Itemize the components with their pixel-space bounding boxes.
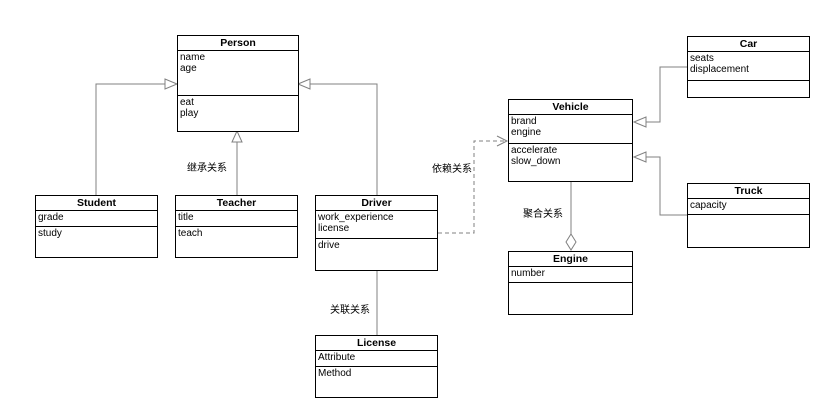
methods-section: study	[36, 226, 157, 257]
class-name: Person	[178, 36, 298, 51]
method: drive	[318, 240, 340, 251]
attribute: Attribute	[318, 352, 356, 363]
attribute: license	[318, 223, 350, 234]
class-name: Student	[36, 196, 157, 211]
aggregation-diamond	[565, 233, 577, 251]
method: eat	[180, 97, 194, 108]
method: study	[38, 228, 62, 239]
class-name: Teacher	[176, 196, 297, 211]
attributes-section: title	[176, 211, 297, 226]
inheritance-line-student	[95, 83, 165, 195]
method: play	[180, 108, 199, 119]
class-truck[interactable]: Truck capacity	[687, 183, 810, 248]
class-license[interactable]: License Attribute Method	[315, 335, 438, 398]
attribute: displacement	[690, 64, 749, 75]
method: accelerate	[511, 145, 558, 156]
methods-section: Method	[316, 366, 437, 397]
class-student[interactable]: Student grade study	[35, 195, 158, 258]
inheritance-arrowhead-teacher	[231, 129, 243, 143]
attributes-section: number	[509, 267, 632, 282]
class-teacher[interactable]: Teacher title teach	[175, 195, 298, 258]
attributes-section: grade	[36, 211, 157, 226]
dependency-line	[438, 140, 504, 234]
class-vehicle[interactable]: Vehicle brand engine accelerate slow_dow…	[508, 99, 633, 182]
class-car[interactable]: Car seats displacement	[687, 36, 810, 98]
methods-section	[509, 282, 632, 314]
attribute: capacity	[690, 200, 727, 211]
attribute: brand	[511, 116, 537, 127]
attributes-section: work_experience license	[316, 211, 437, 238]
generalization-line-car	[646, 66, 687, 123]
attribute: seats	[690, 53, 714, 64]
methods-section	[688, 214, 809, 247]
class-name: Truck	[688, 184, 809, 199]
dependency-label: 依赖关系	[432, 164, 472, 175]
inheritance-line-driver	[310, 83, 378, 195]
association-label: 关联关系	[330, 305, 370, 316]
method: Method	[318, 368, 352, 379]
class-name: Car	[688, 37, 809, 52]
attributes-section: capacity	[688, 199, 809, 214]
class-name: License	[316, 336, 437, 351]
class-name: Driver	[316, 196, 437, 211]
attribute: engine	[511, 127, 542, 138]
attribute: work_experience	[318, 212, 394, 223]
attribute: title	[178, 212, 194, 223]
class-name: Engine	[509, 252, 632, 267]
aggregation-label: 聚合关系	[523, 209, 563, 220]
attributes-section: seats displacement	[688, 52, 809, 80]
method: slow_down	[511, 156, 561, 167]
attribute: number	[511, 268, 545, 279]
class-person[interactable]: Person name age eat play	[177, 35, 299, 132]
attribute: age	[180, 63, 197, 74]
attribute: grade	[38, 212, 64, 223]
generalization-arrowhead-truck	[632, 151, 647, 163]
class-driver[interactable]: Driver work_experience license drive	[315, 195, 438, 271]
attributes-section: name age	[178, 51, 298, 95]
method: teach	[178, 228, 203, 239]
attributes-section: Attribute	[316, 351, 437, 366]
methods-section: drive	[316, 238, 437, 270]
inheritance-arrowhead-driver	[296, 78, 311, 90]
methods-section	[688, 80, 809, 97]
methods-section: eat play	[178, 95, 298, 131]
class-name: Vehicle	[509, 100, 632, 115]
generalization-arrowhead-car	[632, 116, 647, 128]
attributes-section: brand engine	[509, 115, 632, 143]
dependency-arrowhead	[496, 135, 509, 147]
class-engine[interactable]: Engine number	[508, 251, 633, 315]
methods-section: accelerate slow_down	[509, 143, 632, 181]
attribute: name	[180, 52, 206, 63]
generalization-line-truck	[646, 156, 687, 216]
inheritance-arrowhead-student	[164, 78, 179, 90]
inheritance-label: 继承关系	[187, 163, 227, 174]
methods-section: teach	[176, 226, 297, 257]
